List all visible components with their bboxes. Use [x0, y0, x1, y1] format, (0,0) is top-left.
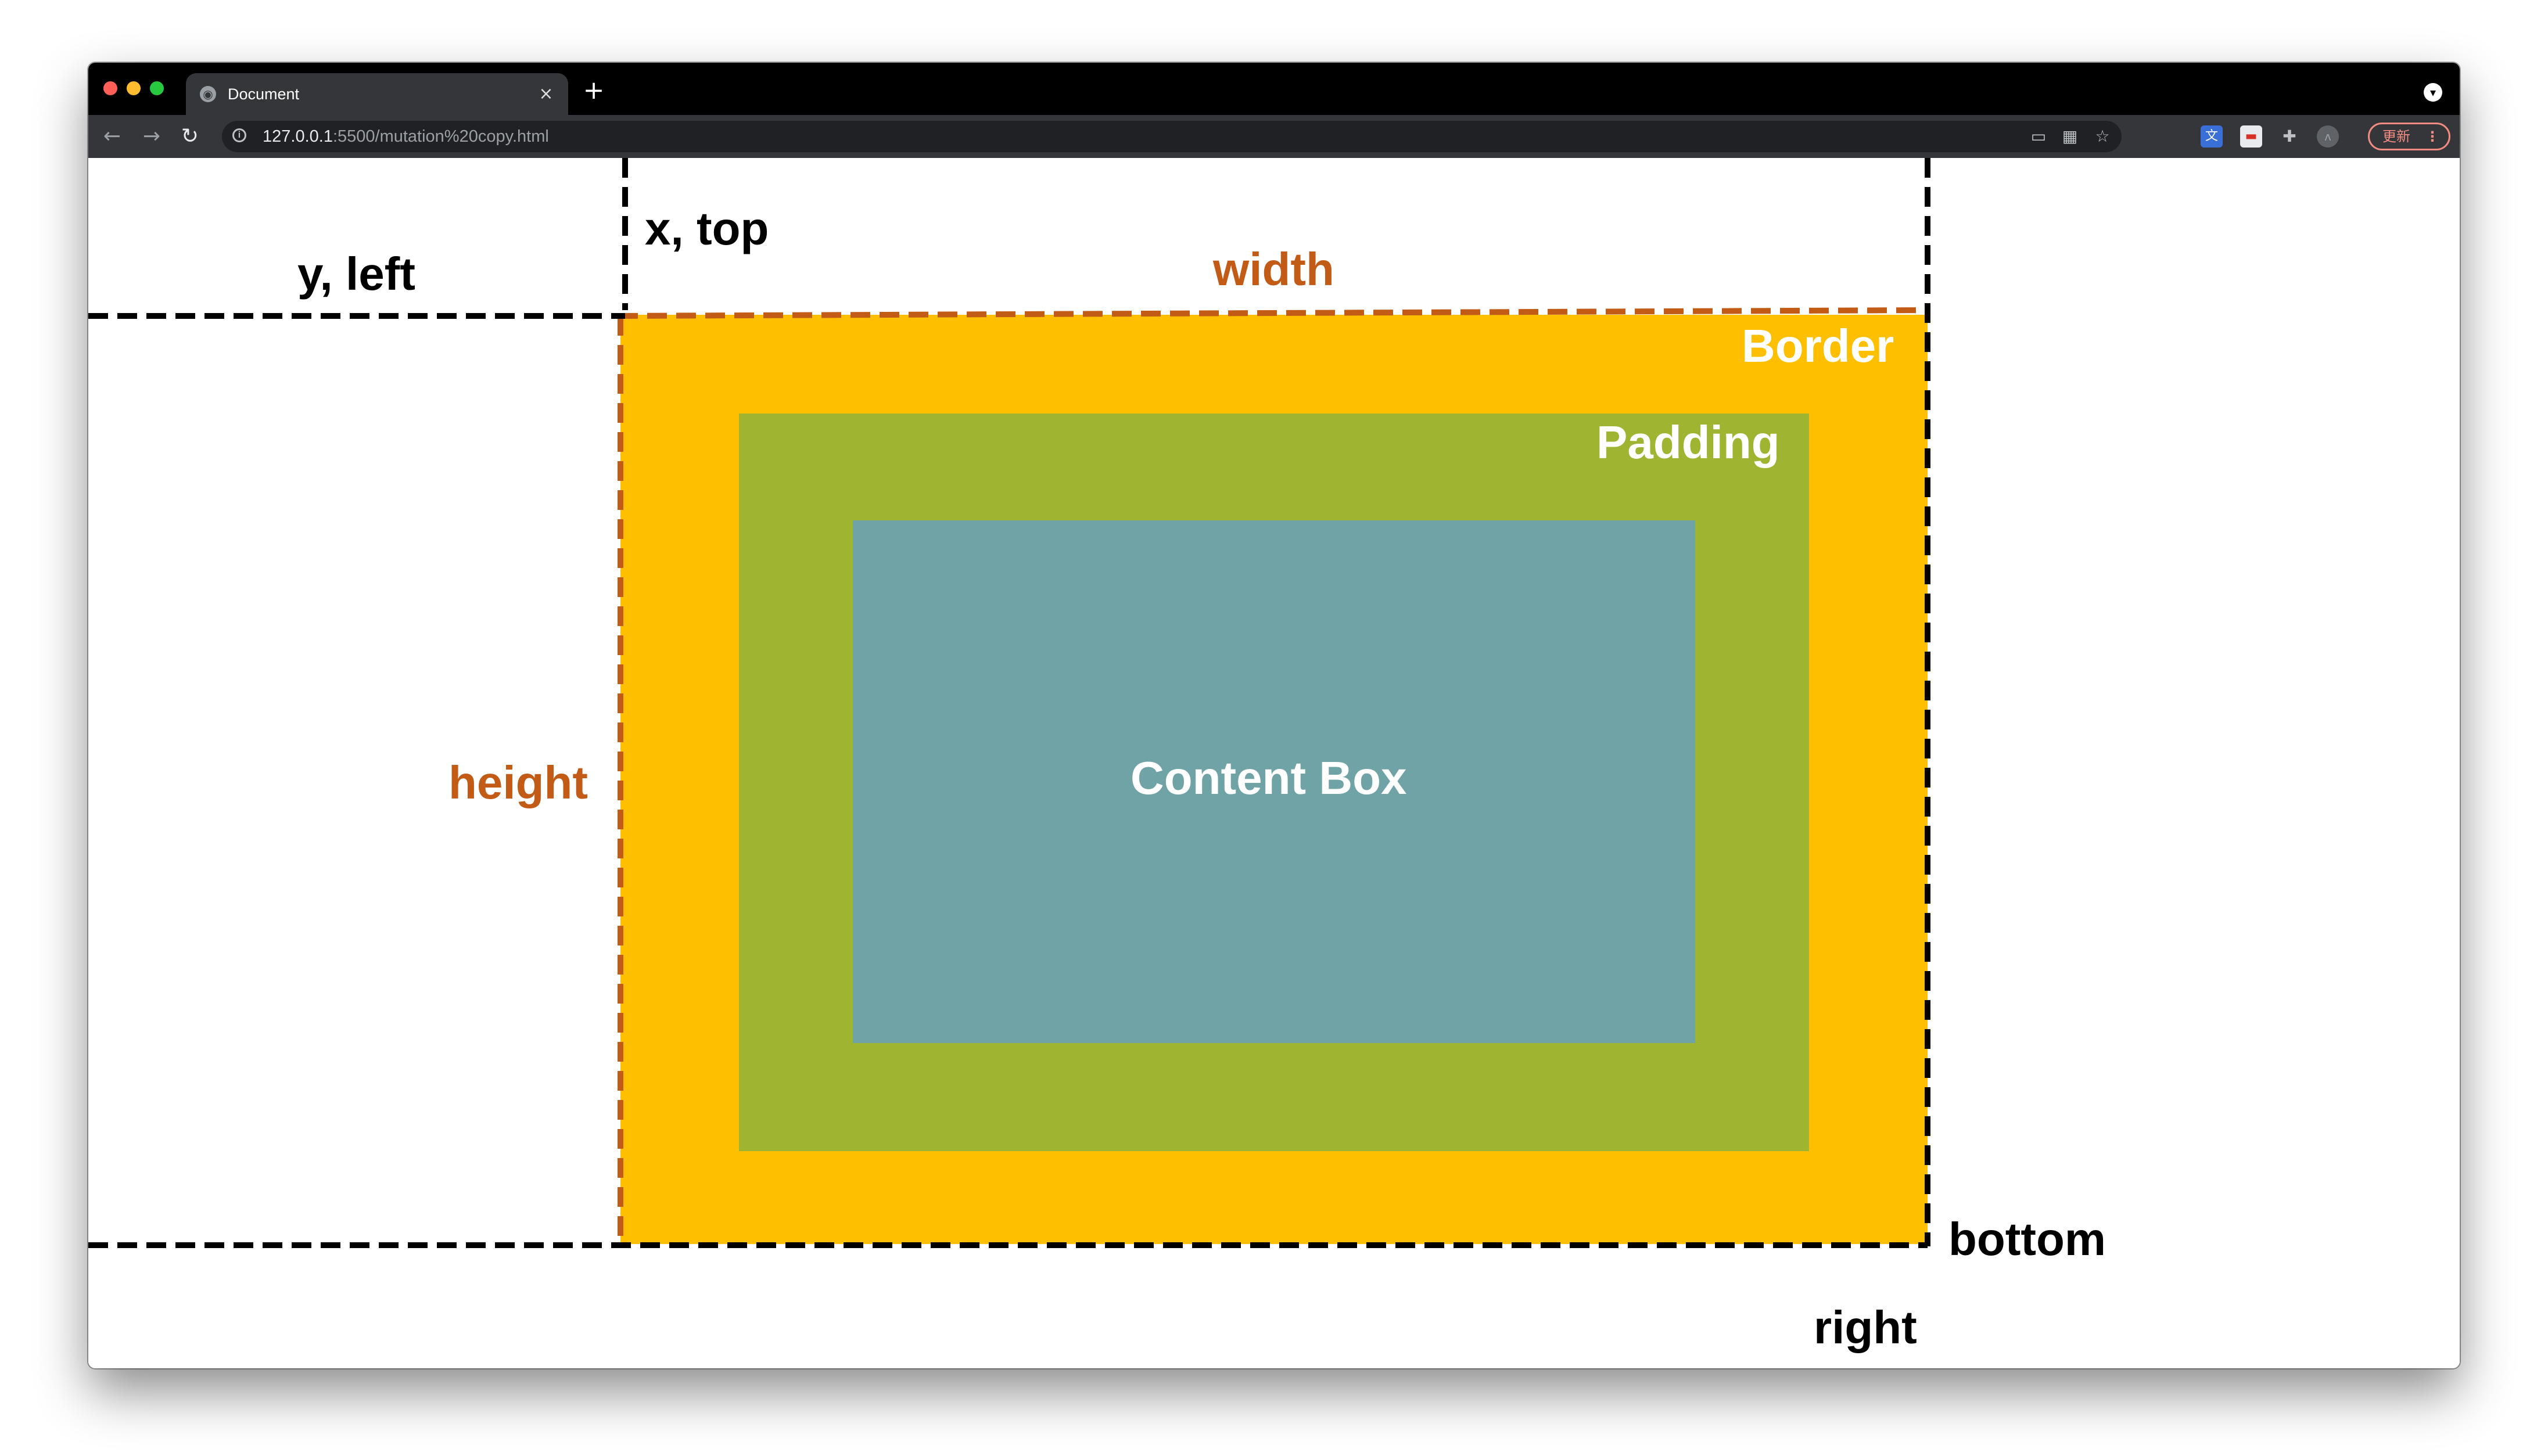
x-top-label: x, top [645, 203, 769, 254]
back-arrow-icon[interactable]: ← [103, 124, 121, 148]
more-menu-icon[interactable]: ⋮ [2425, 128, 2439, 145]
update-label: 更新 [2382, 128, 2410, 145]
zoom-window-button[interactable] [150, 81, 164, 95]
site-info-icon[interactable]: i [232, 128, 246, 142]
right-label: right [1814, 1302, 1917, 1353]
profile-icon[interactable]: ʌ [2317, 125, 2339, 148]
url-host: 127.0.0.1 [263, 127, 333, 146]
clipper-extension-icon[interactable]: ▬ [2240, 125, 2262, 148]
tab-close-button[interactable]: × [539, 84, 554, 104]
y-left-label: y, left [297, 248, 416, 300]
update-button[interactable]: 更新 ⋮ [2368, 123, 2450, 150]
tab-title: Document [228, 85, 300, 103]
content-box [853, 520, 1695, 1043]
globe-icon: ◉ [200, 86, 216, 102]
reload-icon[interactable]: ↻ [181, 124, 199, 148]
url-path: :5500/mutation%20copy.html [332, 127, 549, 146]
minimize-window-button[interactable] [127, 81, 141, 95]
url-text[interactable]: 127.0.0.1:5500/mutation%20copy.html [263, 127, 549, 146]
content-box-label: Content Box [1131, 752, 1407, 804]
address-bar[interactable]: i 127.0.0.1:5500/mutation%20copy.html ▭ … [222, 121, 2122, 152]
qr-code-icon[interactable]: ▦ [2062, 127, 2078, 146]
guide-lines [88, 158, 1930, 1248]
new-tab-button[interactable]: + [583, 76, 605, 105]
tab-strip: ◉ Document × + ▾ [88, 63, 2460, 115]
close-window-button[interactable] [103, 81, 117, 95]
bottom-label: bottom [1948, 1213, 2106, 1265]
cast-icon[interactable]: ▭ [2030, 127, 2047, 146]
profile-menu-icon[interactable]: ▾ [2424, 83, 2442, 102]
padding-label: Padding [1596, 416, 1780, 468]
width-guide-line [618, 307, 1927, 319]
forward-arrow-icon[interactable]: → [142, 124, 161, 148]
height-label: height [448, 757, 588, 808]
browser-toolbar: ← → ↻ i 127.0.0.1:5500/mutation%20copy.h… [88, 115, 2460, 158]
extensions-puzzle-icon[interactable]: ✚ [2283, 127, 2296, 146]
tab-document[interactable]: ◉ Document × [186, 73, 568, 115]
browser-window: ◉ Document × + ▾ ← → ↻ i 127.0.0.1:5500/… [88, 63, 2460, 1368]
bookmark-star-icon[interactable]: ☆ [2095, 127, 2110, 146]
page-viewport: y, left x, top width height Border Paddi… [88, 158, 2460, 1368]
border-label: Border [1742, 320, 1894, 372]
width-label: width [1213, 243, 1334, 295]
translate-extension-icon[interactable]: 文 [2201, 125, 2223, 148]
